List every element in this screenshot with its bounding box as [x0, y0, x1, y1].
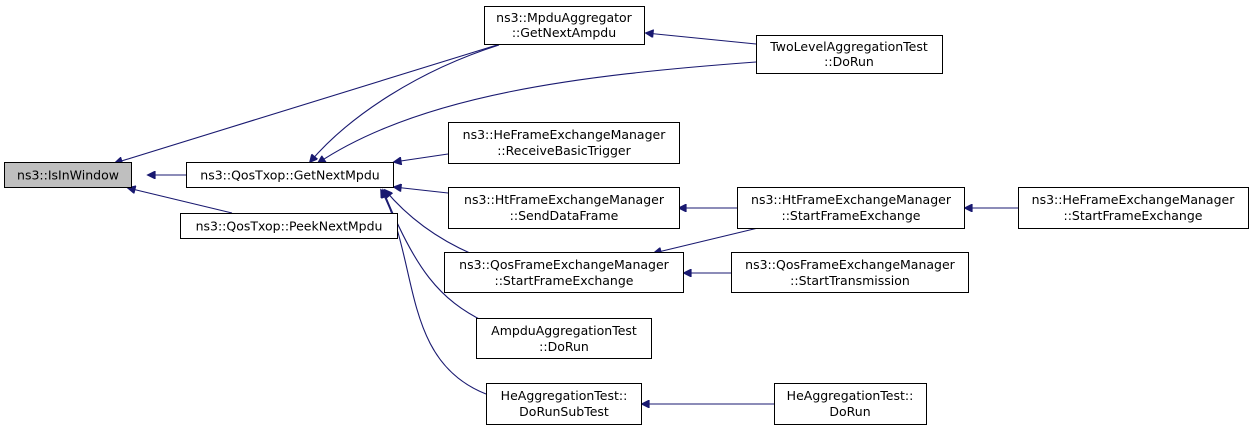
node-hereceivebasic-label-2: ::ReceiveBasicTrigger — [497, 143, 631, 158]
node-peeknextmpdu-label: ns3::QosTxop::PeekNextMpdu — [196, 219, 383, 234]
edge-htstartframe-to-qosstartframe — [654, 227, 759, 253]
node-ampdutest-label-1: AmpduAggregationTest — [491, 323, 637, 338]
node-hedorun-label-1: HeAggregationTest:: — [787, 388, 914, 403]
node-isinwindow-label: ns3::IsInWindow — [17, 168, 119, 183]
node-ampdutest[interactable]: AmpduAggregationTest ::DoRun — [476, 318, 652, 359]
node-hereceivebasic-label-1: ns3::HeFrameExchangeManager — [463, 127, 667, 142]
node-hedorun-label-2: DoRun — [829, 404, 870, 419]
node-twolevel-label-2: ::DoRun — [824, 54, 874, 69]
node-getnextmpdu-label: ns3::QosTxop::GetNextMpdu — [200, 168, 379, 183]
node-htsenddata-label-1: ns3::HtFrameExchangeManager — [464, 192, 665, 207]
edge-getnextampdu-to-isinwindow — [115, 44, 498, 163]
edge-twolevel-to-getnextmpdu — [318, 61, 757, 163]
node-qosstartframe-label-1: ns3::QosFrameExchangeManager — [459, 257, 669, 272]
node-htstartframe[interactable]: ns3::HtFrameExchangeManager ::StartFrame… — [737, 187, 965, 229]
node-getnextampdu[interactable]: ns3::MpduAggregator ::GetNextAmpdu — [484, 6, 645, 45]
node-htsenddata-label-2: ::SendDataFrame — [510, 208, 619, 223]
node-hesubtest[interactable]: HeAggregationTest:: DoRunSubTest — [486, 383, 642, 425]
edge-hereceivebasic-to-getnextmpdu — [394, 153, 449, 162]
node-hesubtest-label-1: HeAggregationTest:: — [501, 388, 628, 403]
nodes: ns3::IsInWindow ns3::QosTxop::GetNextMpd… — [4, 6, 1249, 425]
node-hedorun[interactable]: HeAggregationTest:: DoRun — [774, 383, 927, 425]
node-twolevel[interactable]: TwoLevelAggregationTest ::DoRun — [756, 35, 943, 74]
node-ampdutest-label-2: ::DoRun — [539, 339, 589, 354]
node-hestartframe-label-1: ns3::HeFrameExchangeManager — [1032, 192, 1236, 207]
node-qosstarttx-label-2: ::StartTransmission — [790, 273, 910, 288]
edge-htsenddata-to-getnextmpdu — [394, 187, 449, 194]
node-qosstarttx[interactable]: ns3::QosFrameExchangeManager ::StartTran… — [731, 252, 969, 293]
node-qosstartframe[interactable]: ns3::QosFrameExchangeManager ::StartFram… — [444, 252, 684, 293]
edge-peeknextmpdu-to-isinwindow — [128, 188, 233, 214]
edge-qosstartframe-to-getnextmpdu — [385, 190, 473, 255]
node-htstartframe-label-1: ns3::HtFrameExchangeManager — [751, 192, 952, 207]
edge-getnextampdu-to-getnextmpdu — [310, 44, 500, 162]
node-isinwindow[interactable]: ns3::IsInWindow — [4, 162, 132, 188]
node-getnextmpdu[interactable]: ns3::QosTxop::GetNextMpdu — [186, 162, 394, 188]
node-twolevel-label-1: TwoLevelAggregationTest — [769, 39, 928, 54]
node-qosstartframe-label-2: ::StartFrameExchange — [495, 273, 634, 288]
edges — [115, 33, 1018, 404]
node-hereceivebasic[interactable]: ns3::HeFrameExchangeManager ::ReceiveBas… — [448, 122, 680, 164]
node-htsenddata[interactable]: ns3::HtFrameExchangeManager ::SendDataFr… — [448, 187, 680, 229]
node-hesubtest-label-2: DoRunSubTest — [519, 404, 609, 419]
node-hestartframe-label-2: ::StartFrameExchange — [1064, 208, 1203, 223]
node-getnextampdu-label-2: ::GetNextAmpdu — [512, 25, 616, 40]
node-htstartframe-label-2: ::StartFrameExchange — [782, 208, 921, 223]
node-peeknextmpdu[interactable]: ns3::QosTxop::PeekNextMpdu — [180, 213, 398, 239]
node-getnextampdu-label-1: ns3::MpduAggregator — [496, 10, 633, 25]
node-hestartframe[interactable]: ns3::HeFrameExchangeManager ::StartFrame… — [1018, 187, 1249, 229]
node-qosstarttx-label-1: ns3::QosFrameExchangeManager — [745, 257, 955, 272]
edge-twolevel-to-getnextampdu — [646, 33, 757, 45]
